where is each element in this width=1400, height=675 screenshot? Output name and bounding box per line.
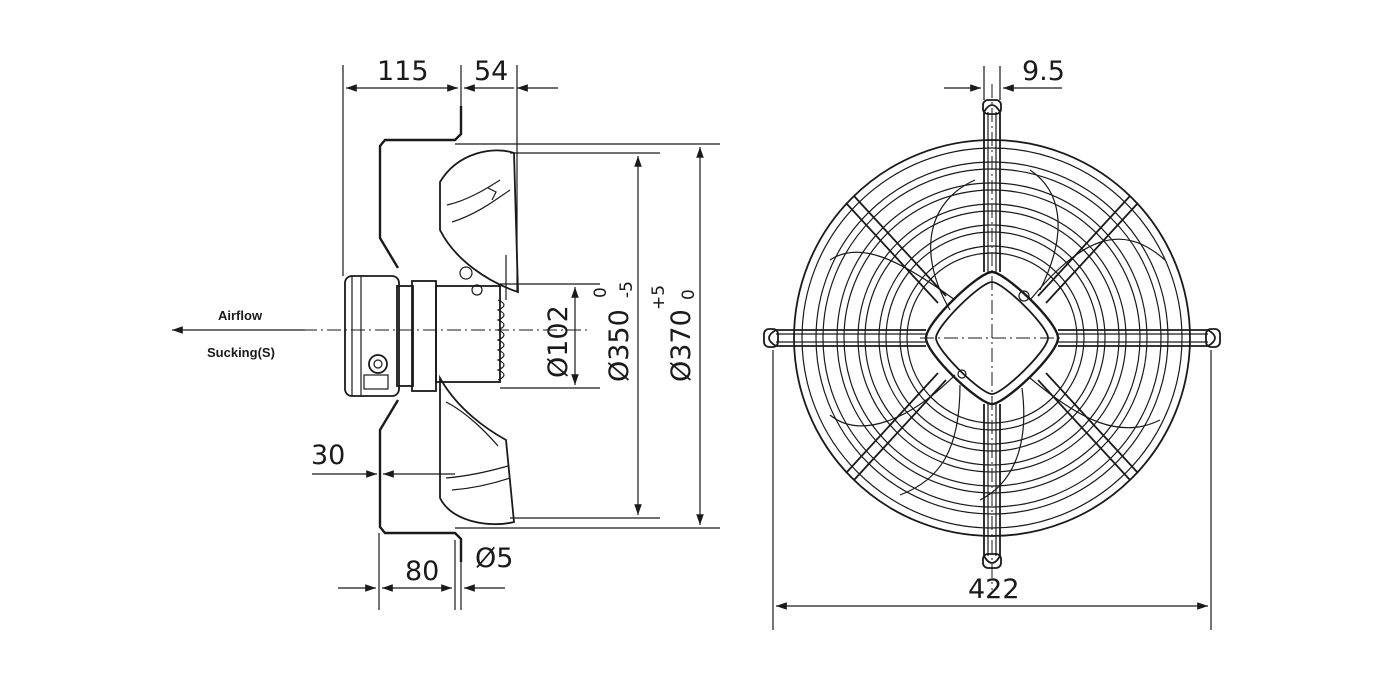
- fan-blades: [439, 149, 519, 526]
- front-view: 9.5 422: [763, 56, 1221, 630]
- dim-d370-label: Ø370: [666, 309, 697, 382]
- side-view: Airflow Sucking(S): [172, 56, 720, 610]
- dim-422-label: 422: [968, 574, 1020, 605]
- dim-d350-label: Ø350: [604, 309, 635, 382]
- guard-spokes: [845, 195, 1139, 481]
- mounting-bracket-upper: [378, 106, 463, 269]
- airflow-label: Airflow: [218, 308, 263, 323]
- dim-d350-lower-tol: -5: [617, 281, 637, 298]
- dim-d370-lower-tol: 0: [679, 289, 699, 300]
- dim-d102-label: Ø102: [543, 305, 574, 378]
- dim-115-label: 115: [377, 56, 429, 87]
- sucking-label: Sucking(S): [207, 345, 275, 360]
- dim-d350-upper-tol: 0: [591, 287, 611, 298]
- dim-9-5-label: 9.5: [1022, 56, 1065, 87]
- fan-hub: [435, 266, 505, 383]
- mounting-bracket-lower: [378, 399, 463, 562]
- motor-housing: [344, 275, 437, 397]
- dim-d370-upper-tol: +5: [649, 285, 669, 310]
- dim-54-label: 54: [474, 56, 508, 87]
- dim-30-label: 30: [311, 440, 345, 471]
- dim-hole-label: Ø5: [475, 543, 513, 574]
- dim-80-label: 80: [405, 556, 439, 587]
